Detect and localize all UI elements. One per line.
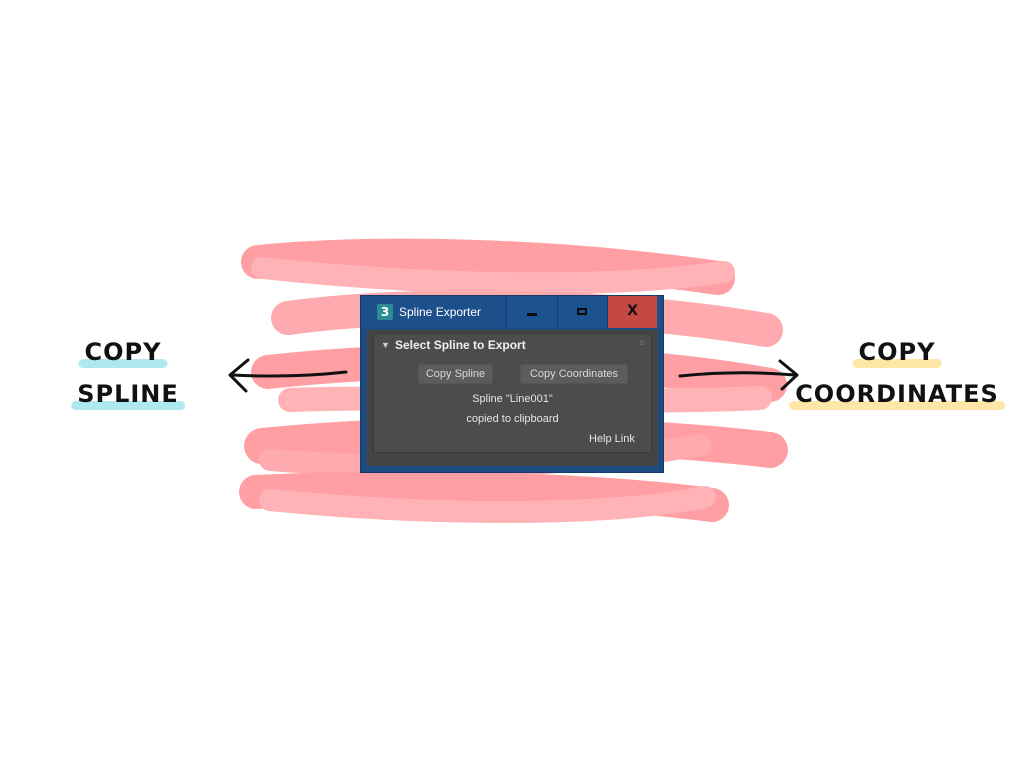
window-title: Spline Exporter <box>399 305 482 319</box>
annotation-left-spline-text: SPLINE <box>77 380 179 408</box>
status-text-line-1: Spline "Line001" <box>472 393 553 405</box>
annotation-right-coordinates-text: COORDINATES <box>795 380 999 408</box>
maximize-icon <box>577 308 587 315</box>
close-button[interactable]: X <box>607 296 657 328</box>
rollout-title[interactable]: Select Spline to Export <box>395 338 526 352</box>
status-text-line-2: copied to clipboard <box>466 413 559 425</box>
rollout-grip-icon[interactable]: ≡ <box>639 338 645 349</box>
title-bar[interactable]: 3 Spline Exporter X <box>361 296 663 328</box>
window-client-area: ▼ Select Spline to Export ≡ Copy Spline … <box>367 330 658 466</box>
annotation-right-coordinates: COORDINATES <box>789 380 1005 410</box>
annotation-right-copy-text: COPY <box>858 338 936 366</box>
copy-coordinates-button[interactable]: Copy Coordinates <box>520 364 628 384</box>
close-icon: X <box>627 303 638 319</box>
annotation-right-copy: COPY <box>852 338 942 368</box>
spline-exporter-window: 3 Spline Exporter X ▼ Select Spline to E… <box>360 295 664 473</box>
annotation-left-copy-text: COPY <box>84 338 162 366</box>
annotation-left-copy: COPY <box>78 338 168 368</box>
minimize-button[interactable] <box>506 296 556 328</box>
minimize-icon <box>527 313 537 316</box>
help-link[interactable]: Help Link <box>589 433 635 445</box>
rollout-panel: ▼ Select Spline to Export ≡ Copy Spline … <box>373 333 652 453</box>
maximize-button[interactable] <box>557 296 607 328</box>
app-icon: 3 <box>377 304 393 320</box>
collapse-arrow-icon[interactable]: ▼ <box>381 340 390 350</box>
annotation-left-spline: SPLINE <box>71 380 185 410</box>
copy-spline-button[interactable]: Copy Spline <box>418 364 493 384</box>
